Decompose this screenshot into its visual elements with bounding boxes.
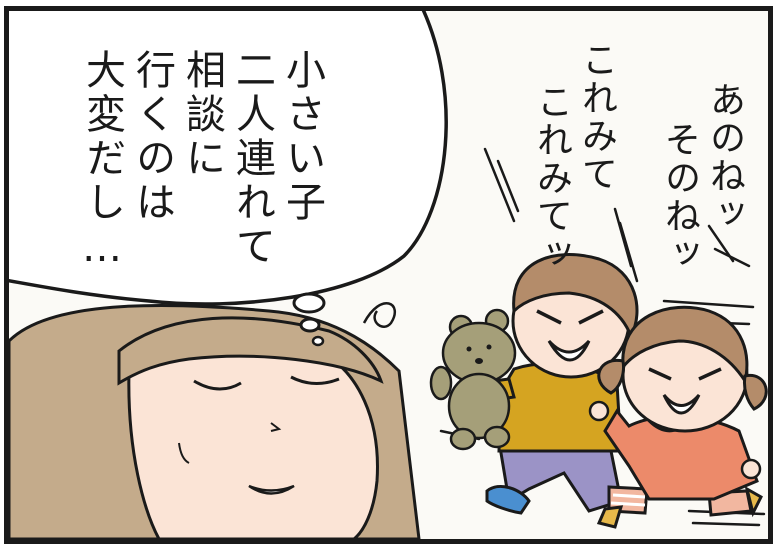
ahoge-curl — [362, 302, 397, 328]
mother-nose — [270, 422, 282, 432]
girl-figure — [588, 305, 768, 529]
thought-dot-medium — [299, 317, 321, 333]
mother-bangs — [117, 316, 384, 386]
boy-figure — [476, 253, 639, 515]
manga-panel: 小さい子 二人連れて 相談に 行くのは 大変だし… あのねッ そのねッ これみて… — [4, 6, 773, 544]
mother-eye-right — [290, 375, 340, 385]
panel-artwork — [9, 11, 768, 539]
sweat-drop-icon — [178, 442, 190, 464]
girl-mouth — [662, 393, 701, 415]
thought-line-3: 相談に — [179, 49, 225, 181]
mother-eye-left — [193, 379, 242, 391]
boy-hair — [512, 253, 639, 340]
thought-bubble — [9, 11, 448, 347]
thought-line-5: 大変だし… — [79, 49, 125, 275]
girl-hair — [621, 305, 749, 385]
teddy-bear-icon — [429, 308, 517, 451]
mother-mouth — [248, 484, 295, 495]
girl-shoe-icon — [596, 505, 624, 529]
thought-dot-small — [311, 335, 325, 347]
speed-lines — [439, 147, 766, 527]
thought-line-1: 小さい子 — [279, 49, 325, 225]
boy-shoe-icon — [485, 485, 531, 515]
sfx-sono-ne: そのねッ — [659, 121, 700, 273]
girl-pigtail-left — [597, 358, 625, 395]
thought-line-4: 行くのは — [129, 49, 175, 225]
mother-figure — [9, 302, 421, 539]
sfx-kore-mite-2: これみてッ — [531, 83, 572, 273]
thought-line-2: 二人連れて — [229, 49, 275, 269]
sfx-kore-mite-1: これみて — [576, 41, 617, 193]
sfx-ano-ne: あのねッ — [704, 81, 745, 233]
girl-pigtail-right — [743, 373, 768, 411]
thought-dot-large — [292, 292, 326, 314]
boy-mouth — [547, 339, 591, 362]
